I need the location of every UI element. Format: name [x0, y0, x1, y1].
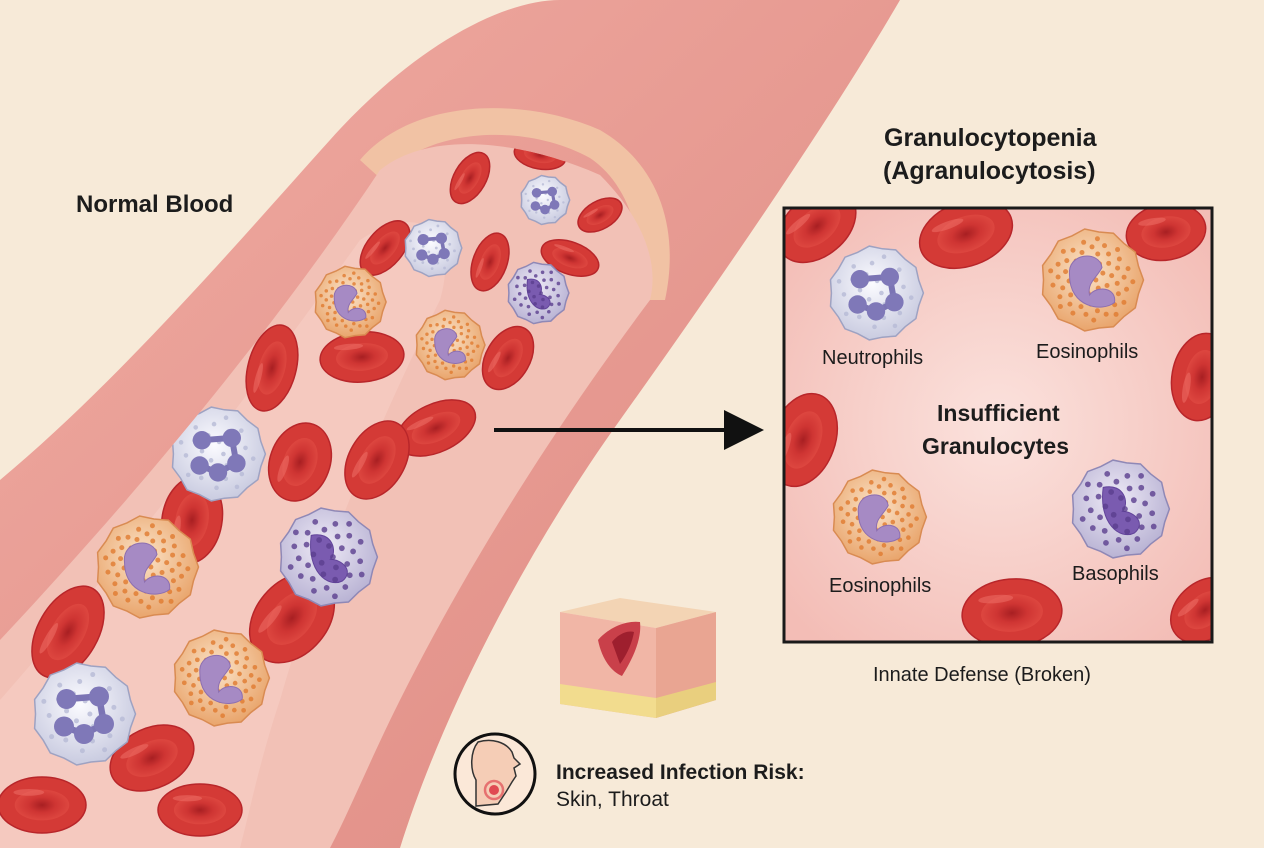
red-blood-cell: [157, 783, 243, 837]
red-blood-cell: [395, 399, 477, 457]
eosinophils-top-label: Eosinophils: [1036, 341, 1139, 363]
red-blood-cell: [31, 585, 105, 679]
infection-risk-title: Increased Infection Risk:: [556, 761, 805, 784]
red-blood-cell: [540, 239, 600, 277]
basophil-cell: [279, 507, 379, 607]
panel-border: [782, 206, 1214, 644]
red-blood-cell: [481, 325, 535, 391]
red-blood-cell: [245, 324, 299, 412]
granulocytes-label: Granulocytes: [922, 433, 1069, 459]
neutrophil-cell: [171, 406, 267, 502]
red-blood-cell: [344, 420, 410, 500]
vessel-cells: [0, 144, 623, 837]
red-blood-cell: [577, 197, 623, 233]
red-blood-cell: [470, 232, 510, 292]
neutrophil-cell: [829, 245, 925, 341]
eosinophil-cell: [1041, 228, 1145, 332]
insufficient-label: Insufficient: [937, 400, 1060, 426]
red-blood-cell: [267, 422, 333, 502]
neutrophil-cell: [520, 174, 571, 226]
basophils-label: Basophils: [1072, 563, 1159, 585]
neutrophils-label: Neutrophils: [822, 347, 924, 369]
agranulocytosis-subtitle: (Agranulocytosis): [883, 157, 1096, 185]
normal-blood-title: Normal Blood: [76, 191, 234, 218]
basophil-cell: [1071, 459, 1171, 559]
red-blood-cell: [784, 392, 839, 488]
red-blood-cell: [1125, 208, 1207, 262]
red-blood-cell: [918, 208, 1014, 270]
red-blood-cell: [0, 776, 87, 834]
neutrophil-cell: [33, 662, 137, 766]
eosinophil-cell: [173, 629, 271, 727]
eosinophil-cell: [96, 515, 200, 619]
eosinophil-cell: [415, 309, 486, 381]
eosinophils-bottom-label: Eosinophils: [829, 575, 932, 597]
infection-risk-sites: Skin, Throat: [556, 788, 669, 811]
red-blood-cell: [784, 208, 857, 264]
red-blood-cell: [1170, 576, 1212, 642]
throat-icon: [453, 732, 537, 816]
innate-defense-caption: Innate Defense (Broken): [873, 664, 1091, 686]
eosinophil-cell: [314, 265, 387, 339]
eosinophil-cell: [832, 469, 928, 565]
basophil-cell: [507, 261, 570, 325]
red-blood-cell: [449, 151, 491, 205]
red-blood-cell: [109, 724, 195, 792]
vessel-rim: [360, 108, 670, 300]
panel-cells: [784, 208, 1212, 642]
granulocytopenia-title: Granulocytopenia: [884, 124, 1097, 152]
red-blood-cell: [961, 578, 1063, 642]
red-blood-cell: [319, 331, 405, 383]
neutrophil-cell: [404, 218, 463, 278]
skin-wound-icon: [560, 598, 716, 718]
red-blood-cell: [1170, 332, 1212, 422]
